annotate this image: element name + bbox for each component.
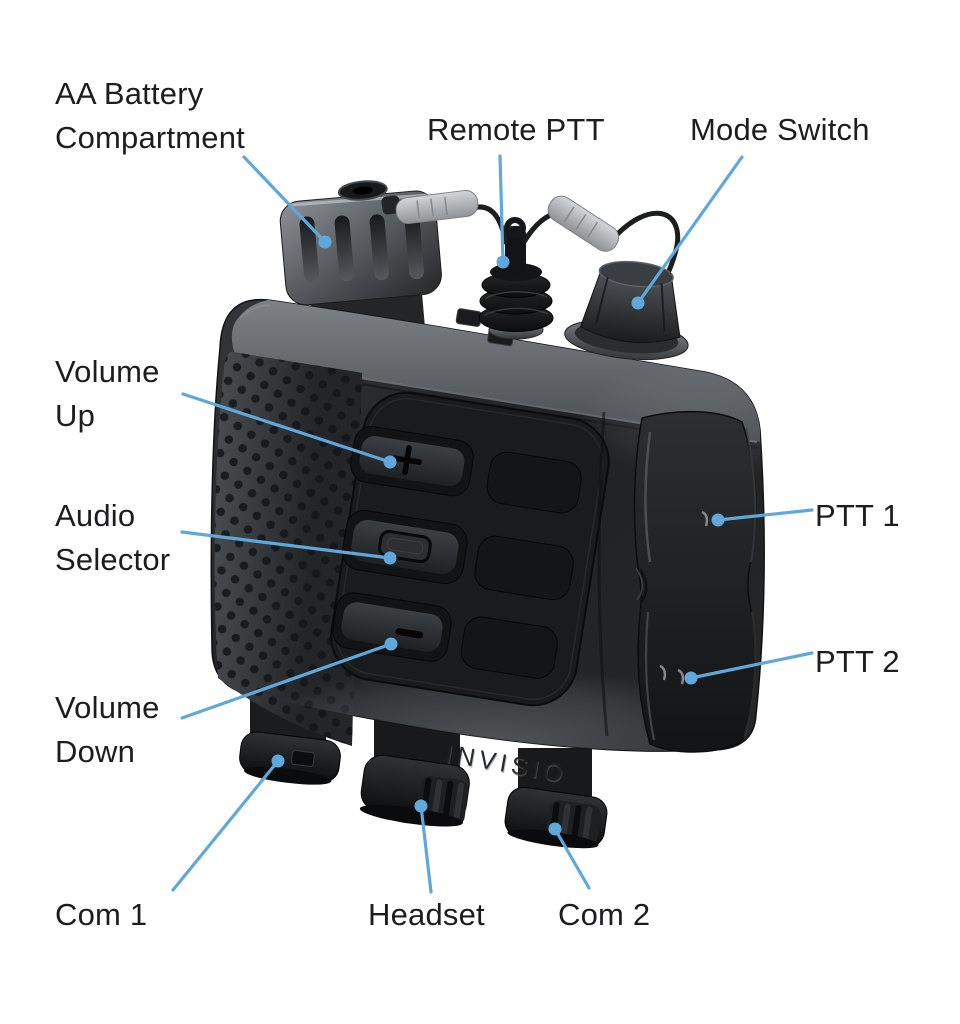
label-volume-up: Volume Up <box>55 350 160 438</box>
leader-line-com1 <box>171 759 280 892</box>
leader-line-headset <box>419 804 433 894</box>
label-line: Mode Switch <box>690 112 870 147</box>
leader-dot-battery <box>318 235 332 249</box>
leader-lines <box>171 154 814 894</box>
label-ptt-1: PTT 1 <box>815 494 900 538</box>
leader-line-volume-down <box>180 642 393 720</box>
label-line: Down <box>55 734 136 769</box>
label-line: PTT 1 <box>815 498 900 533</box>
label-com-1: Com 1 <box>55 893 147 937</box>
ptt-buttons-panel <box>633 410 757 753</box>
leader-dot-com2 <box>548 822 562 836</box>
leader-dot-volume-up <box>383 455 397 469</box>
leader-line-remote-ptt <box>498 154 505 264</box>
leader-line-battery <box>242 155 327 244</box>
leader-dot-volume-down <box>384 637 398 651</box>
leader-line-ptt2 <box>689 651 814 680</box>
label-audio-selector: Audio Selector <box>55 494 170 582</box>
leader-line-volume-up <box>181 392 392 464</box>
leader-dot-headset <box>414 799 428 813</box>
minus-icon <box>395 628 424 639</box>
label-line: Remote PTT <box>427 112 605 147</box>
com2-connector <box>504 748 608 849</box>
leader-dot-ptt1 <box>711 513 725 527</box>
label-line: Compartment <box>55 120 245 155</box>
ptt1-mark <box>701 510 709 527</box>
label-line: PTT 2 <box>815 644 900 679</box>
label-line: Audio <box>55 498 136 533</box>
headset-connector <box>359 718 470 827</box>
leader-dot-mode-switch <box>631 296 645 310</box>
label-line: Volume <box>55 690 160 725</box>
label-line: Headset <box>368 897 485 932</box>
mode-switch-knob <box>564 260 689 361</box>
leader-dot-com1 <box>271 754 285 768</box>
remote-ptt-connector <box>478 217 554 340</box>
label-line: Selector <box>55 542 171 577</box>
label-battery-compartment: AA Battery Compartment <box>55 72 245 160</box>
leader-line-ptt1 <box>716 508 814 522</box>
audio-selector-button <box>341 509 574 601</box>
cable-sleeve <box>547 195 620 252</box>
leader-line-com2 <box>553 827 591 890</box>
volume-up-button <box>350 426 582 514</box>
label-volume-down: Volume Down <box>55 686 160 774</box>
cable-sleeve <box>395 189 479 225</box>
label-mode-switch: Mode Switch <box>690 108 870 152</box>
leader-dot-remote-ptt <box>496 255 510 269</box>
label-com-2: Com 2 <box>558 893 650 937</box>
leader-line-audio-selector <box>180 530 392 560</box>
label-headset: Headset <box>368 893 485 937</box>
label-line: Com 2 <box>558 897 651 932</box>
ptt2-mark <box>659 664 667 681</box>
label-line: Com 1 <box>55 897 148 932</box>
label-line: Volume <box>55 354 160 389</box>
grip-texture <box>214 351 362 746</box>
label-remote-ptt: Remote PTT <box>427 108 605 152</box>
label-ptt-2: PTT 2 <box>815 640 900 684</box>
volume-down-button <box>332 592 558 679</box>
leader-dot-ptt2 <box>684 671 698 685</box>
label-line: Up <box>55 398 96 433</box>
leader-line-mode-switch <box>636 155 744 305</box>
leader-dot-audio-selector <box>383 551 397 565</box>
label-line: AA Battery <box>55 76 204 111</box>
plus-icon <box>392 445 422 476</box>
